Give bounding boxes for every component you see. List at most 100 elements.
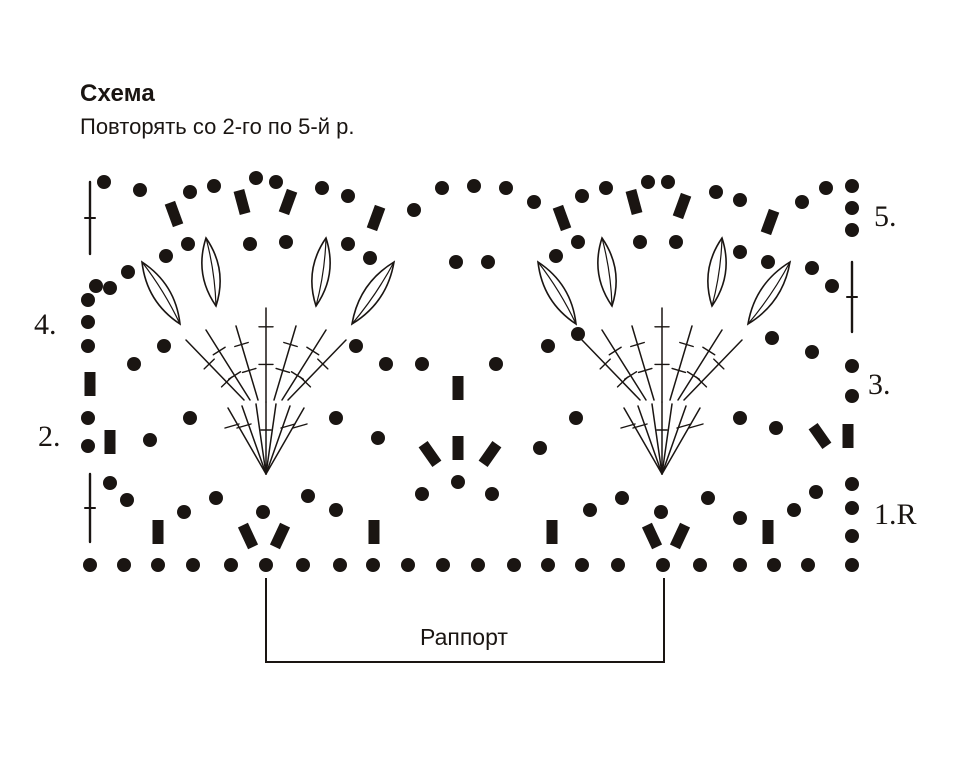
chain-stitch (733, 411, 747, 425)
single-crochet (452, 376, 464, 400)
chain-stitch (177, 505, 191, 519)
chain-stitch (415, 487, 429, 501)
single-crochet (152, 520, 164, 544)
chain-stitch (541, 558, 555, 572)
chain-stitch (669, 235, 683, 249)
chain-stitch (575, 558, 589, 572)
chain-stitch (845, 359, 859, 373)
chain-stitch (709, 185, 723, 199)
double-crochet (651, 403, 663, 475)
single-crochet (478, 441, 502, 467)
chain-stitch (661, 175, 675, 189)
chain-stitch (341, 189, 355, 203)
chain-stitch (449, 255, 463, 269)
double-crochet (631, 325, 655, 401)
single-crochet (762, 520, 774, 544)
chain-stitch (81, 315, 95, 329)
double-crochet-tick (688, 423, 704, 429)
row-label-4: 4. (34, 308, 57, 341)
double-crochet (255, 403, 267, 475)
double-crochet-tick (713, 358, 725, 370)
chain-stitch (183, 411, 197, 425)
puff-stitch-center (601, 237, 613, 307)
chain-stitch (569, 411, 583, 425)
double-crochet (623, 407, 663, 475)
puff-stitch (597, 236, 617, 308)
chain-stitch (765, 331, 779, 345)
chain-stitch (329, 411, 343, 425)
chain-stitch (341, 237, 355, 251)
double-crochet-tick (234, 341, 249, 348)
double-crochet-tick (224, 423, 240, 429)
chain-stitch (769, 421, 783, 435)
chain-stitch (436, 558, 450, 572)
double-crochet-tick (203, 358, 215, 370)
chain-stitch (845, 201, 859, 215)
chain-stitch (571, 327, 585, 341)
chain-stitch (121, 265, 135, 279)
chain-stitch (186, 558, 200, 572)
puff-stitch (350, 260, 396, 326)
chain-stitch (401, 558, 415, 572)
double-crochet-tick (620, 423, 636, 429)
double-crochet (683, 339, 743, 401)
double-crochet-tick (236, 423, 252, 429)
chain-stitch (467, 179, 481, 193)
chain-stitch (127, 357, 141, 371)
chain-stitch (641, 175, 655, 189)
single-crochet (278, 188, 298, 216)
chain-stitch (733, 558, 747, 572)
chain-stitch (767, 558, 781, 572)
chain-stitch (451, 475, 465, 489)
double-crochet-tick (299, 376, 312, 388)
double-crochet (235, 325, 259, 401)
puff-stitch-center (537, 261, 577, 325)
chain-stitch (133, 183, 147, 197)
single-crochet (237, 522, 259, 550)
chain-stitch (795, 195, 809, 209)
double-crochet (637, 405, 663, 475)
double-crochet-tick (306, 346, 320, 356)
rapport-bracket (265, 578, 665, 663)
chain-stitch (583, 503, 597, 517)
chain-stitch (81, 339, 95, 353)
single-crochet (368, 520, 380, 544)
chain-stitch (656, 558, 670, 572)
puff-stitch-center (711, 237, 723, 307)
chain-stitch (787, 503, 801, 517)
double-crochet-tick (679, 341, 694, 348)
single-crochet (366, 204, 386, 232)
chain-stitch (97, 175, 111, 189)
double-crochet (227, 407, 267, 475)
puff-stitch-center (205, 237, 217, 307)
single-crochet (669, 522, 691, 550)
chain-stitch (151, 558, 165, 572)
double-crochet-tick (630, 341, 645, 348)
double-crochet (661, 407, 701, 475)
chain-stitch (269, 175, 283, 189)
single-crochet (552, 204, 572, 232)
chain-stitch (209, 491, 223, 505)
chain-stitch (296, 558, 310, 572)
double-crochet-tick (275, 367, 291, 374)
double-crochet-tick (227, 371, 242, 380)
chain-stitch (845, 389, 859, 403)
double-crochet (265, 407, 305, 475)
chain-stitch (435, 181, 449, 195)
puff-stitch (746, 260, 792, 326)
puff-stitch-center (141, 261, 181, 325)
double-crochet-tick (637, 367, 653, 374)
chain-stitch (259, 558, 273, 572)
double-crochet (669, 325, 693, 401)
chain-stitch (845, 477, 859, 491)
chain-stitch (103, 476, 117, 490)
double-crochet-tick (212, 346, 226, 356)
chain-stitch (379, 357, 393, 371)
chain-stitch (181, 237, 195, 251)
chain-stitch (301, 489, 315, 503)
chain-stitch (615, 491, 629, 505)
chain-stitch (599, 181, 613, 195)
chain-stitch (103, 281, 117, 295)
single-crochet (452, 436, 464, 460)
chain-stitch (366, 558, 380, 572)
